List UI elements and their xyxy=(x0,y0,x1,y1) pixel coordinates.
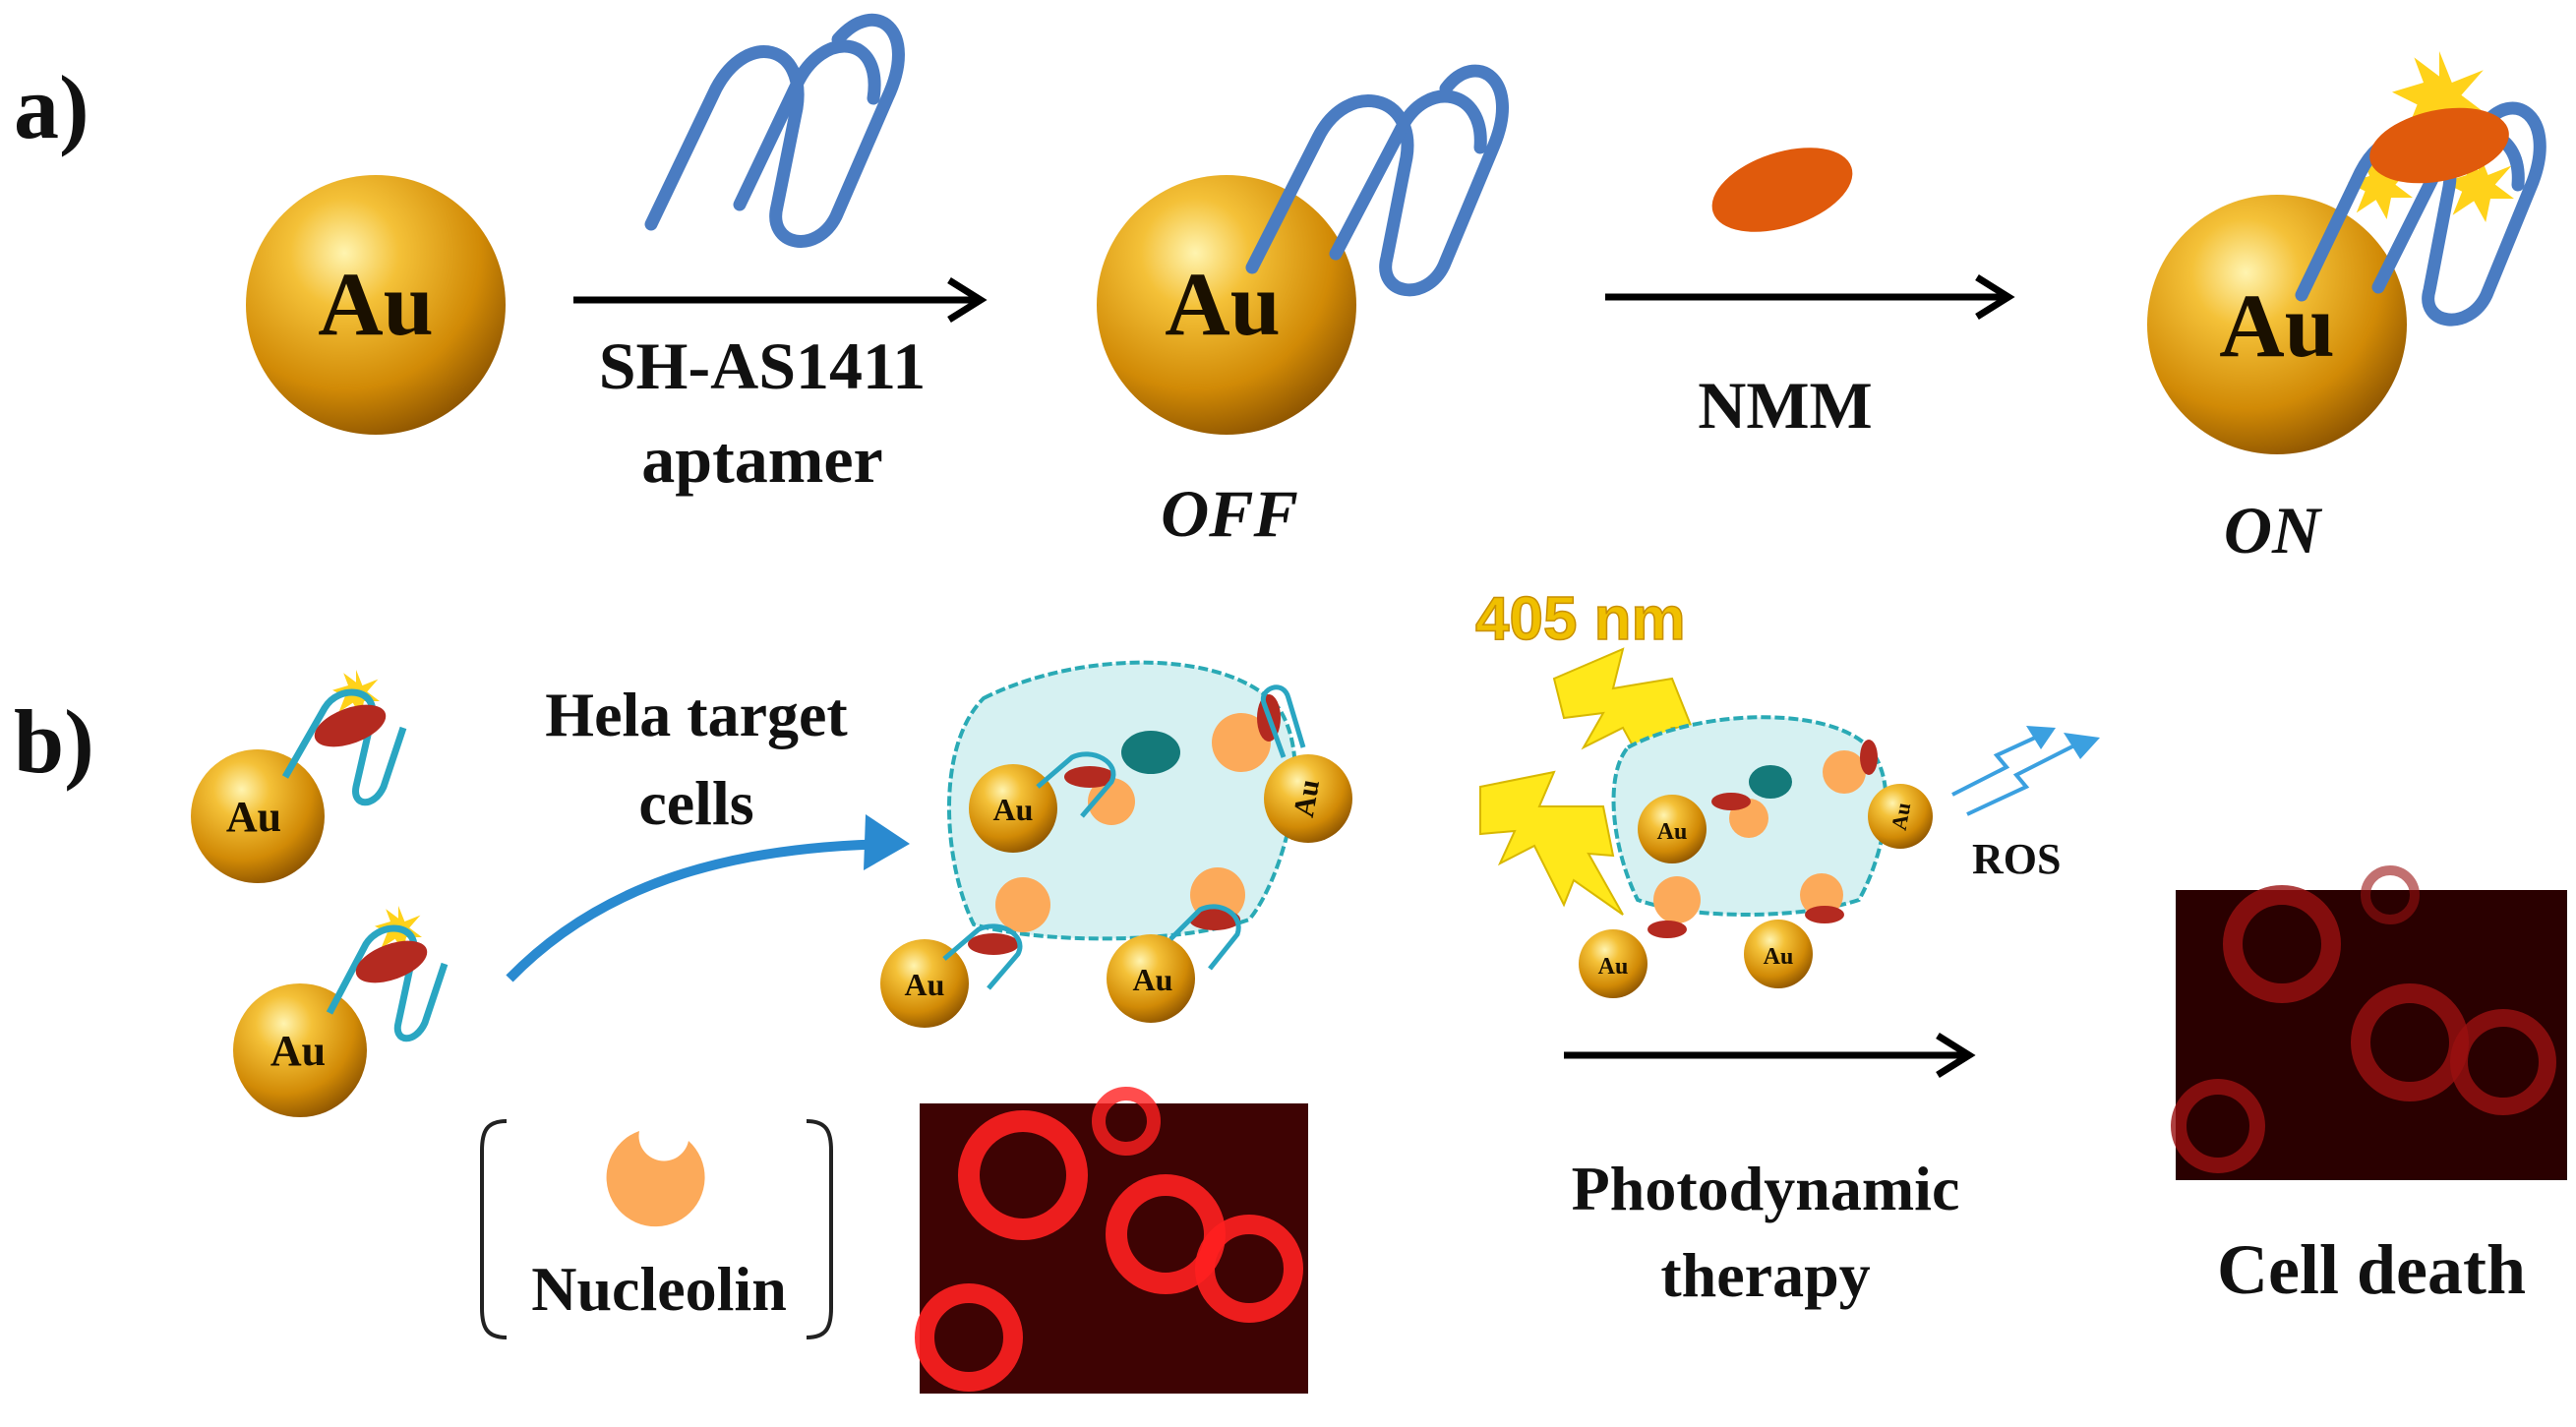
arrow-pdt-head xyxy=(1936,1033,1976,1078)
fluorescence-image-dim xyxy=(2171,865,2567,1180)
curved-arrow-head xyxy=(864,814,910,870)
nmm-bound-on xyxy=(2369,107,2509,184)
step2-label: NMM xyxy=(1698,368,1872,443)
step1-label-line2: aptamer xyxy=(641,422,882,497)
lightning-icon-2 xyxy=(1479,770,1624,916)
cell-death-label: Cell death xyxy=(2217,1230,2526,1309)
aptamer-bound-off xyxy=(1245,64,1509,297)
gold-symbol-off: Au xyxy=(1165,254,1281,354)
probe-free-1: Au xyxy=(191,670,407,883)
panel-b-label: b) xyxy=(14,691,94,792)
aptamer-icon xyxy=(644,13,905,248)
cell2-probe-b-symbol: Au xyxy=(1887,801,1916,832)
ros-label: ROS xyxy=(1972,835,2061,883)
aptamer-inner-loop xyxy=(733,39,881,211)
curved-arrow xyxy=(506,839,896,982)
gold-nanoparticle-off: Au xyxy=(1097,175,1356,435)
cell1-probe-c-symbol: Au xyxy=(905,967,945,1002)
arrow-step1-head xyxy=(947,277,988,323)
hela-cell-icon: Au Au Au Au xyxy=(880,660,1352,1028)
cell2-probe-a-symbol: Au xyxy=(1657,819,1688,845)
target-label-line1: Hela target xyxy=(545,680,848,749)
probe-free-2-symbol: Au xyxy=(270,1027,326,1075)
pdt-label-line2: therapy xyxy=(1660,1240,1870,1310)
nmm-molecule-icon xyxy=(1711,148,1853,232)
cell2-probe-c-symbol: Au xyxy=(1598,954,1629,980)
step1-label-line1: SH-AS1411 xyxy=(599,328,927,403)
aptamer-bound-off-loop xyxy=(1329,89,1487,261)
cell1-probe-d-symbol: Au xyxy=(1133,962,1173,997)
state-off-label: OFF xyxy=(1161,476,1298,551)
nucleolin-icon xyxy=(606,1131,705,1227)
gold-symbol: Au xyxy=(318,254,434,354)
gold-nanoparticle-on: Au xyxy=(2147,195,2407,454)
nucleolin-bracket-left xyxy=(480,1119,508,1339)
state-on-label: ON xyxy=(2224,493,2323,567)
fluorescence-image-bright xyxy=(915,1087,1308,1394)
panel-a-label: a) xyxy=(14,57,90,157)
gold-symbol-on: Au xyxy=(2219,275,2335,376)
hela-cell-pdt: Au Au Au Au xyxy=(1579,715,1933,998)
gold-nanoparticle-icon: Au xyxy=(246,175,506,435)
arrow-step2-head xyxy=(1975,274,2015,320)
target-label-line2: cells xyxy=(638,768,753,838)
ros-arrows xyxy=(1951,726,2100,816)
light-label: 405 nm xyxy=(1475,585,1686,653)
cell2-probe-d-symbol: Au xyxy=(1764,944,1794,970)
cell1-probe-a-symbol: Au xyxy=(993,792,1034,827)
nucleolin-label: Nucleolin xyxy=(531,1254,787,1324)
probe-free-2: Au xyxy=(233,906,449,1117)
nucleolin-bracket-right xyxy=(806,1119,833,1339)
probe-free-1-symbol: Au xyxy=(226,793,281,841)
pdt-label-line1: Photodynamic xyxy=(1572,1154,1960,1223)
cell1-probe-b-symbol: Au xyxy=(1288,777,1326,820)
